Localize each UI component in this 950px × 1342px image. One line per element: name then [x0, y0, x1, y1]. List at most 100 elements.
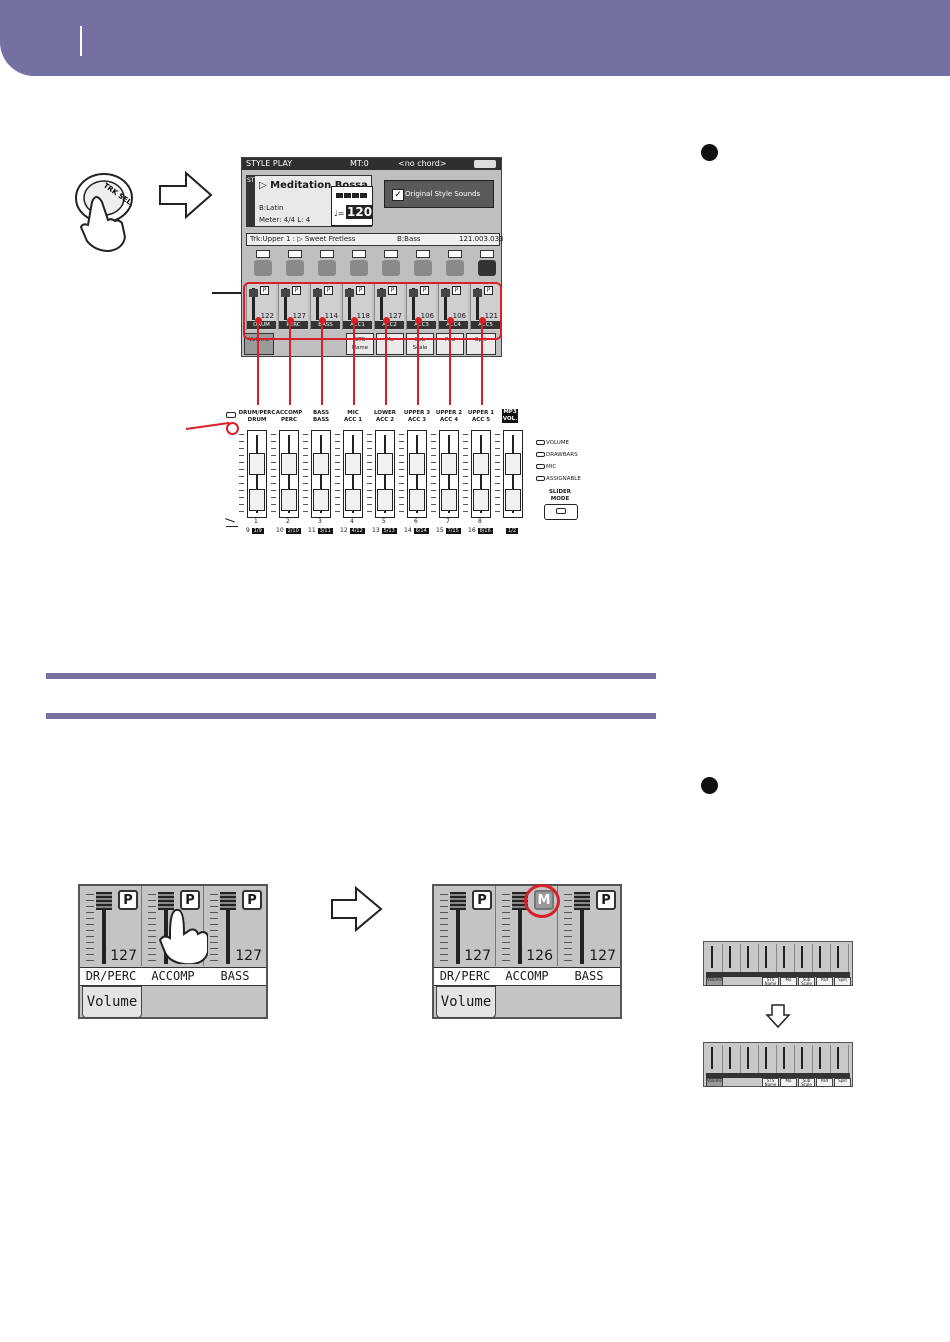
style-area[interactable]: STYLE ▷ Meditation Bossa B:Latin Meter: …: [246, 175, 374, 227]
drum-kit-icon[interactable]: [248, 250, 276, 280]
connector-line: [385, 320, 387, 405]
section-rule-top: [46, 673, 656, 679]
original-style-sounds-button[interactable]: ✓ Original Style Sounds: [384, 180, 494, 208]
slider-mode-drawbars-label: DRAWBARS: [546, 452, 578, 458]
channel-name: DR/PERC: [85, 969, 137, 983]
volume-slider[interactable]: [247, 430, 267, 518]
slider-number-bottom: 10 2/10: [276, 527, 301, 534]
trk-sel-button-illustration: TRK SEL.: [75, 173, 135, 253]
channel-volume: 127: [464, 948, 491, 964]
slider-label-top: UPPER 2: [435, 410, 463, 416]
finger-tap-icon: [158, 908, 208, 964]
mp3-vol-label: MP3 VOL.: [502, 409, 518, 423]
slider-mode-button[interactable]: [544, 504, 578, 520]
thumb-tab: Mo: [780, 1078, 797, 1087]
tab-volume[interactable]: Volume: [436, 986, 496, 1018]
connector-line: [353, 320, 355, 405]
channel-volume: 126: [526, 948, 553, 964]
slider-number: 16: [468, 527, 476, 534]
channel-name: DR/PERC: [439, 969, 491, 983]
play-status-button[interactable]: P: [260, 286, 269, 295]
thumb-channel: [814, 944, 831, 972]
play-status-button[interactable]: P: [356, 286, 365, 295]
play-status-button[interactable]: P: [118, 890, 138, 910]
mixer-highlight-frame: [243, 282, 502, 340]
slider-number: 13: [372, 527, 380, 534]
thumb-tab: STS Name: [762, 1078, 779, 1087]
pad-icon[interactable]: [472, 250, 500, 280]
percussion-icon[interactable]: [280, 250, 308, 280]
tab-volume[interactable]: Volume: [82, 986, 142, 1018]
arrow-down-icon: [765, 1004, 791, 1029]
volume-slider[interactable]: [343, 430, 363, 518]
slider-label-top: UPPER 1: [467, 410, 495, 416]
volume-slider[interactable]: [311, 430, 331, 518]
track-info-bar: Trk:Upper 1 : ▷ Sweet Fretless B:Bass 12…: [246, 233, 504, 246]
bass-icon[interactable]: [312, 250, 340, 280]
thumb-channel: [760, 1045, 777, 1073]
play-status-button[interactable]: P: [420, 286, 429, 295]
piano-icon[interactable]: [440, 250, 468, 280]
beat-indicator: [336, 193, 368, 198]
connector-line: [289, 320, 291, 405]
thumb-channel: [778, 944, 795, 972]
tempo-value: 120: [346, 205, 374, 219]
checkbox-checked-icon[interactable]: ✓: [392, 189, 404, 201]
slider-label-top: UPPER 3: [403, 410, 431, 416]
thumb-tab: Volume: [706, 977, 723, 986]
play-status-button[interactable]: P: [292, 286, 301, 295]
play-status-button[interactable]: P: [596, 890, 616, 910]
volume-slider[interactable]: [439, 430, 459, 518]
volume-slider[interactable]: [407, 430, 427, 518]
channel-name: BASS: [574, 969, 604, 983]
slider-mode-assignable-label: ASSIGNABLE: [546, 476, 581, 482]
connector-line: [321, 320, 323, 405]
connector-line: [417, 320, 419, 405]
track-info-bank: B:Bass: [397, 235, 421, 243]
slider-mode-label: SLIDER MODE: [548, 489, 572, 502]
channel-name: BASS: [220, 969, 250, 983]
slider-tag: 1/2: [506, 528, 519, 534]
piano-icon[interactable]: [408, 250, 436, 280]
zoom-channel-drperc[interactable]: P 127: [434, 886, 496, 966]
channel-volume: 106: [452, 312, 466, 320]
guitar-icon[interactable]: [376, 250, 404, 280]
play-status-button[interactable]: P: [242, 890, 262, 910]
play-status-button[interactable]: P: [452, 286, 461, 295]
play-status-button[interactable]: P: [180, 890, 200, 910]
slider-tag: 4/12: [349, 528, 365, 534]
strings-icon[interactable]: [344, 250, 372, 280]
play-status-button[interactable]: P: [388, 286, 397, 295]
connector-line: [257, 320, 259, 405]
play-status-button[interactable]: P: [472, 890, 492, 910]
lcd-master-transpose: MT:0: [350, 159, 369, 168]
mp3-volume-slider[interactable]: [503, 430, 523, 518]
slider-scale: [271, 434, 276, 514]
lcd-menu-button[interactable]: [474, 160, 496, 168]
slider-tag: 5/13: [381, 528, 397, 534]
volume-slider[interactable]: [471, 430, 491, 518]
volume-slider[interactable]: [279, 430, 299, 518]
thumb-channel: [760, 944, 777, 972]
slider-number: 11: [308, 527, 316, 534]
arrow-right-icon: [331, 886, 383, 932]
slider-number-top: 1: [254, 518, 258, 525]
play-status-button[interactable]: P: [484, 286, 493, 295]
thumb-tab: Mo: [780, 977, 797, 986]
thumb-tab: STS Name: [762, 977, 779, 986]
volume-slider[interactable]: [375, 430, 395, 518]
channel-name: ACC5: [471, 321, 500, 329]
slider-mode-mic-label: MIC: [546, 464, 557, 470]
mute-highlight-circle: [524, 884, 560, 918]
channel-name: DRUM: [247, 321, 276, 329]
play-status-button[interactable]: P: [324, 286, 333, 295]
